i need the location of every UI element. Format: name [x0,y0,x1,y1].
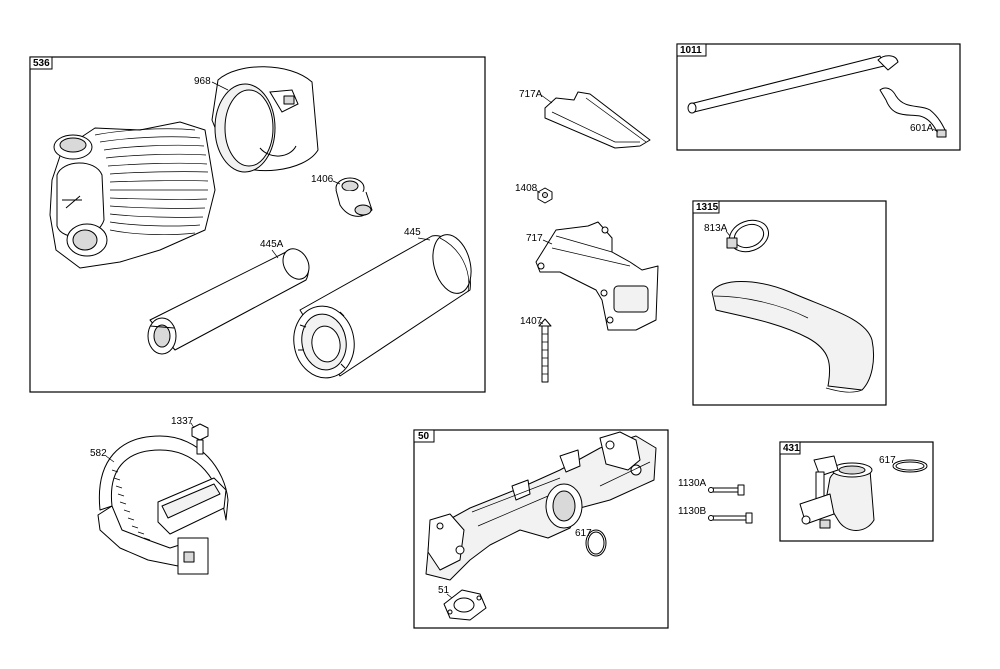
label-601A: 601A [910,123,934,134]
label-717A: 717A [519,89,543,100]
breather-hose-601A[interactable] [879,87,947,138]
label-445A: 445A [260,239,284,250]
bolt-1337[interactable] [191,423,209,455]
group-431-elbow: 431 [779,441,934,542]
label-1407: 1407 [520,316,543,327]
air-cleaner-body[interactable] [49,121,216,269]
label-1337: 1337 [171,416,194,427]
label-445: 445 [404,227,421,238]
label-1408: 1408 [515,183,538,194]
oring-617-elbow[interactable] [892,459,928,473]
group-1011-breather: 1011 [676,43,961,151]
group-536-tag [29,56,53,70]
label-617-manifold: 617 [575,528,592,539]
group-1315-tag [692,200,720,214]
label-1406: 1406 [311,174,334,185]
label-717: 717 [526,233,543,244]
label-617-elbow: 617 [879,455,896,466]
primary-filter-445[interactable] [288,230,477,382]
group-1011-tag [676,43,707,57]
valve-1406[interactable] [335,177,373,217]
group-431-frame [779,441,934,542]
inlet-hose[interactable] [711,281,875,393]
pin-1130B[interactable] [708,512,753,524]
stud-1407[interactable] [538,318,552,383]
bracket-717A[interactable] [544,91,651,149]
group-50-tag [413,429,435,443]
label-968: 968 [194,76,211,87]
callouts: 968 1406 445A 445 717A 1408 717 1407 601… [90,76,939,599]
safety-filter-445A[interactable] [147,244,314,355]
intake-manifold[interactable] [425,431,657,581]
elbow-431[interactable] [799,455,875,531]
mounting-band-582[interactable] [97,435,229,575]
gasket-617-manifold[interactable] [585,529,607,557]
group-50-intake-manifold: 50 [413,429,669,629]
label-51: 51 [438,585,450,596]
label-813A: 813A [704,223,728,234]
group-1011-frame [676,43,961,151]
group-431-tag [779,441,801,455]
group-1315-ref: 1315 [696,202,719,213]
group-536-frame [29,56,486,393]
label-582: 582 [90,448,107,459]
bracket-717[interactable] [535,221,659,331]
pin-1130A[interactable] [708,484,745,496]
group-536-air-cleaner: 536 [29,56,486,393]
group-50-frame [413,429,669,629]
group-536-ref: 536 [33,58,50,69]
nut-1408[interactable] [537,187,553,204]
hose-clamp-813A[interactable] [725,215,773,257]
group-431-ref: 431 [783,443,800,454]
breather-tube[interactable] [687,55,899,114]
group-1315-inlet-hose: 1315 [692,200,887,406]
label-1130B: 1130B [678,506,707,517]
group-1315-frame [692,200,887,406]
label-1130A: 1130A [678,478,707,489]
group-50-ref: 50 [418,431,430,442]
gasket-51[interactable] [443,589,487,621]
cover-968[interactable] [211,66,319,173]
group-1011-ref: 1011 [680,45,702,56]
